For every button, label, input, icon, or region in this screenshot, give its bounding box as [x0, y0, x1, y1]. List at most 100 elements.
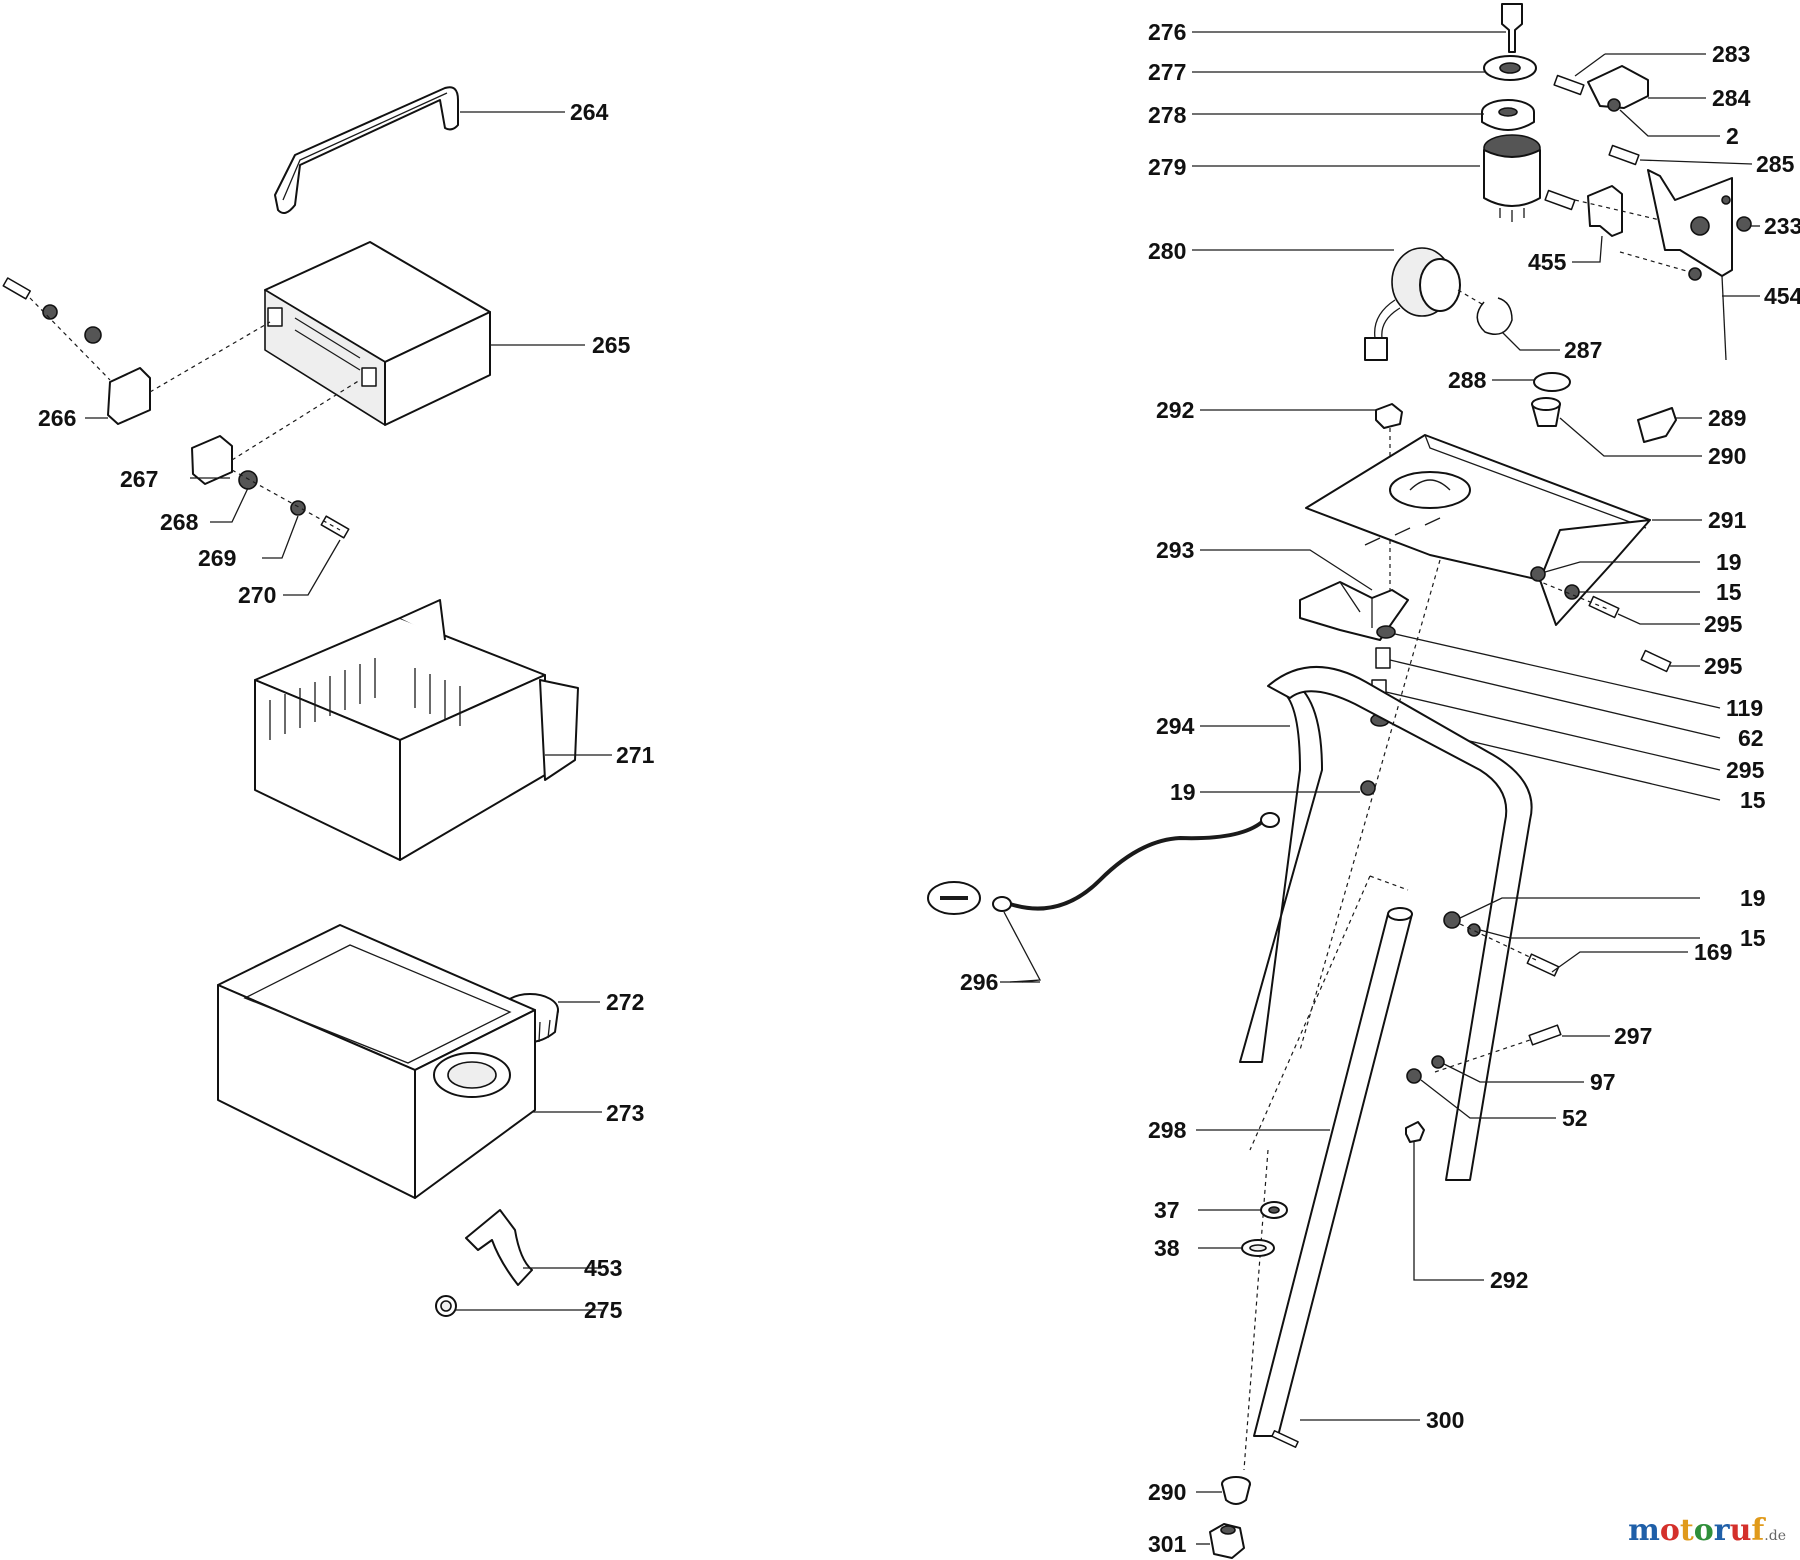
- logo-letter: o: [1659, 1513, 1680, 1548]
- hose-clamp-part-275: [435, 1295, 457, 1317]
- fuel-tank-part-273: [217, 924, 536, 1199]
- label-169: 169: [1694, 939, 1732, 965]
- bushing-part-290: [1531, 397, 1561, 427]
- callout-labels: 264 265 266 267 268 269 270 271 272 273 …: [38, 19, 1800, 1557]
- logo-letter: u: [1729, 1513, 1752, 1548]
- nut-part-233: [1736, 216, 1752, 232]
- label-269: 269: [198, 545, 236, 571]
- ignition-switch-part-279: [1483, 134, 1541, 222]
- logo-letter: o: [1693, 1513, 1714, 1548]
- label-455: 455: [1528, 249, 1567, 275]
- hour-meter-part-280: [1364, 247, 1461, 361]
- bolt-part-169: [1526, 953, 1560, 977]
- switch-bracket-part: [1647, 169, 1733, 361]
- label-52: 52: [1562, 1105, 1588, 1131]
- steering-column-part-298: [1253, 907, 1413, 1437]
- label-15-b: 15: [1740, 787, 1766, 813]
- label-288: 288: [1448, 367, 1487, 393]
- label-285: 285: [1756, 151, 1795, 177]
- logo-letter: t: [1679, 1513, 1694, 1548]
- label-37: 37: [1154, 1197, 1180, 1223]
- logo-suffix: .de: [1764, 1528, 1786, 1544]
- label-292-top: 292: [1156, 397, 1194, 423]
- label-295-b: 295: [1704, 653, 1743, 679]
- label-233: 233: [1764, 213, 1800, 239]
- washer-part-269: [290, 500, 306, 516]
- nut-part-301: [1209, 1523, 1245, 1559]
- label-264: 264: [570, 99, 609, 125]
- label-298: 298: [1148, 1117, 1187, 1143]
- clip-nut-part-292: [1375, 403, 1403, 429]
- bushing-part-290-lower: [1221, 1476, 1251, 1505]
- label-283: 283: [1712, 41, 1750, 67]
- control-panel-part-291: [1305, 434, 1651, 626]
- label-272: 272: [606, 989, 644, 1015]
- label-284: 284: [1712, 85, 1751, 111]
- label-275: 275: [584, 1297, 623, 1323]
- retaining-ring-part-287: [1476, 297, 1513, 335]
- label-97: 97: [1590, 1069, 1616, 1095]
- logo-letter: f: [1751, 1513, 1765, 1548]
- terminal-cover-part-266: [107, 367, 151, 425]
- terminal-cover-part-267: [191, 435, 233, 485]
- label-267: 267: [120, 466, 158, 492]
- label-454: 454: [1764, 283, 1800, 309]
- fuel-hose-part-453: [465, 1209, 533, 1286]
- screw-left-part: [2, 277, 32, 300]
- bolt-part-62: [1375, 647, 1391, 669]
- label-296: 296: [960, 969, 998, 995]
- logo-letter: m: [1628, 1513, 1660, 1548]
- label-294: 294: [1156, 713, 1195, 739]
- label-293: 293: [1156, 537, 1194, 563]
- label-268: 268: [160, 509, 199, 535]
- label-273: 273: [606, 1100, 644, 1126]
- label-276: 276: [1148, 19, 1186, 45]
- battery-tray-part-271: [254, 599, 579, 861]
- switch-part-289: [1637, 407, 1677, 443]
- label-271: 271: [616, 742, 655, 768]
- label-300: 300: [1426, 1407, 1464, 1433]
- battery-strap-part-264: [274, 86, 459, 215]
- label-280: 280: [1148, 238, 1186, 264]
- label-287: 287: [1564, 337, 1602, 363]
- pin-part-300: [1271, 1430, 1299, 1448]
- label-301: 301: [1148, 1531, 1187, 1557]
- label-15-a: 15: [1716, 579, 1742, 605]
- ignition-key-part-276: [1501, 3, 1523, 53]
- clip-part-284: [1587, 65, 1649, 109]
- plate-part-455: [1587, 185, 1623, 237]
- label-291: 291: [1708, 507, 1747, 533]
- label-295-a: 295: [1704, 611, 1743, 637]
- label-295-c: 295: [1726, 757, 1765, 783]
- label-277: 277: [1148, 59, 1186, 85]
- label-453: 453: [584, 1255, 622, 1281]
- nut-part-2: [1607, 98, 1621, 112]
- label-290-top: 290: [1708, 443, 1746, 469]
- handlebar-part-294: [1239, 665, 1533, 1181]
- label-270: 270: [238, 582, 276, 608]
- label-15-c: 15: [1740, 925, 1766, 951]
- label-266: 266: [38, 405, 76, 431]
- bolt-part-297: [1528, 1024, 1562, 1046]
- label-297: 297: [1614, 1023, 1652, 1049]
- label-290-bottom: 290: [1148, 1479, 1186, 1505]
- label-19-a: 19: [1716, 549, 1742, 575]
- label-289: 289: [1708, 405, 1746, 431]
- mounting-bracket-part-293: [1299, 581, 1409, 641]
- logo-letter: r: [1713, 1513, 1730, 1548]
- label-62: 62: [1738, 725, 1764, 751]
- bolt-part-270: [320, 515, 350, 539]
- label-265: 265: [592, 332, 631, 358]
- label-38: 38: [1154, 1235, 1180, 1261]
- motoruf-logo: motoruf.de: [1628, 1513, 1786, 1548]
- label-119: 119: [1726, 695, 1763, 721]
- grommet-part-288: [1533, 372, 1571, 392]
- battery-part-265: [264, 241, 491, 426]
- ground-cable-part-296: [927, 812, 1280, 915]
- clip-nut-part-292-lower: [1405, 1121, 1425, 1143]
- label-292-bottom: 292: [1490, 1267, 1528, 1293]
- label-19-c: 19: [1740, 885, 1766, 911]
- label-19-b: 19: [1170, 779, 1196, 805]
- label-279: 279: [1148, 154, 1186, 180]
